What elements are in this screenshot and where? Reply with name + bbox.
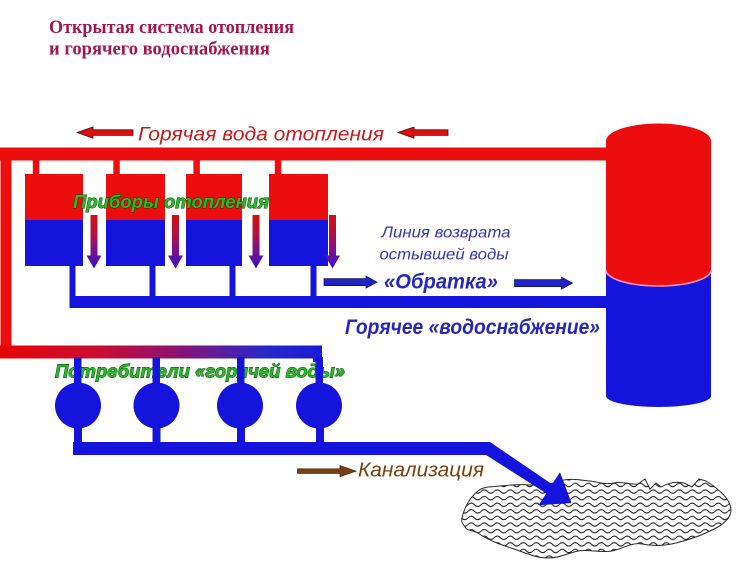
svg-text:остывшей воды: остывшей воды	[380, 247, 509, 264]
svg-text:Горячее «водоснабжение»: Горячее «водоснабжение»	[345, 316, 600, 339]
svg-text:Линия возврата: Линия возврата	[380, 225, 510, 242]
svg-text:«Обратка»: «Обратка»	[384, 271, 498, 294]
svg-text:Канализация: Канализация	[358, 460, 484, 482]
svg-text:Открытая система отопления: Открытая система отопления	[49, 17, 294, 38]
svg-text:Приборы отопления: Приборы отопления	[73, 192, 269, 212]
svg-text:Потребители «горячей воды»: Потребители «горячей воды»	[55, 362, 345, 382]
svg-text:и горячего водоснабжения: и горячего водоснабжения	[49, 39, 270, 60]
svg-text:Горячая вода отопления: Горячая вода отопления	[138, 125, 384, 146]
